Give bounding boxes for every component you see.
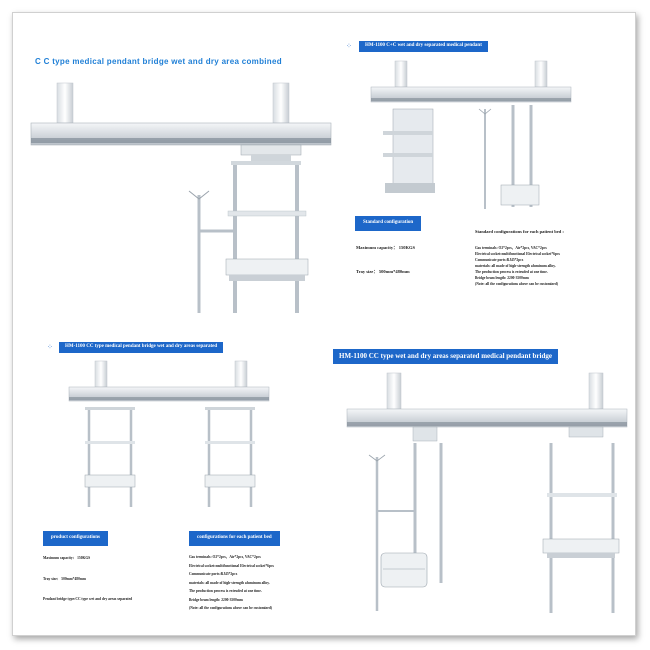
pendant-bridge-illustration-large [30, 82, 332, 313]
panel3-per-bed-label: configurations for each patient bed [189, 531, 280, 546]
pendant-cc-wet-dry-illustration [346, 372, 628, 613]
panel3-badge: HM-1100 CC type medical pendant bridge w… [59, 342, 224, 353]
panel3-per-bed-list: Gas terminals: O2*2pcs，Air*2pcs, VAC*2pc… [189, 553, 274, 613]
decor-dots-icon: ⁘ [47, 344, 53, 351]
spec-line: (Note: all the configurations above can … [475, 282, 558, 286]
spec-line: Bridge beam length: 2200-3500mm [475, 276, 529, 280]
spec-line: The production process is extruded at on… [475, 270, 548, 274]
product-sheet-frame: C C type medical pendant bridge wet and … [12, 12, 636, 636]
spec-line: Electrical socket:multifunctional Electr… [189, 563, 274, 568]
spec-line: (Note: all the configurations above can … [189, 606, 272, 610]
spec-line: Bridge beam length: 2200-3500mm [189, 597, 243, 602]
spec-line: Communicate ports:RJ45*2pcs [189, 572, 238, 576]
panel2-standard-label: Standard configuration [355, 216, 422, 231]
panel2-per-bed-title: Standard configurations for each patient… [475, 229, 564, 234]
panel3-bridge-type: Pendant bridge type:CC type wet and dry … [43, 597, 133, 601]
spec-line: Communicate ports:RJ45*2pcs [475, 258, 524, 262]
spec-line: Gas terminals: O2*2pcs，Air*2pcs, VAC*2pc… [475, 246, 547, 250]
panel2-capacity: Maximum capacity： 150KGS [356, 245, 415, 250]
spec-line: Electrical socket:multifunctional Electr… [475, 252, 560, 256]
spec-line: materials: all made of high-strength alu… [189, 580, 270, 585]
pendant-wet-dry-illustration [370, 60, 572, 209]
panel3-tray-size: Tray size： 500mm*480mm [43, 577, 86, 581]
spec-line: Gas terminals: O2*2pcs，Air*2pcs, VAC*2pc… [189, 555, 261, 559]
panel2-per-bed-list: Gas terminals: O2*2pcs，Air*2pcs, VAC*2pc… [475, 245, 560, 287]
panel4-badge: HM-1100 CC type wet and dry areas separa… [333, 349, 558, 365]
spec-line: materials: all made of high-strength alu… [475, 264, 556, 268]
decor-dots-icon: ⁘ [346, 43, 352, 50]
pendant-cc-illustration [68, 360, 270, 507]
spec-line: The production process is extruded at on… [189, 589, 262, 593]
panel2-tray-size: Tray size： 500mm*480mm [356, 269, 410, 274]
panel3-product-label: product configurations [43, 531, 108, 546]
panel2-badge: HM-1100 C+C wet and dry separated medica… [359, 41, 488, 52]
panel1-title: C C type medical pendant bridge wet and … [35, 57, 282, 66]
panel3-capacity: Maximum capacity： 150KGS [43, 556, 91, 560]
